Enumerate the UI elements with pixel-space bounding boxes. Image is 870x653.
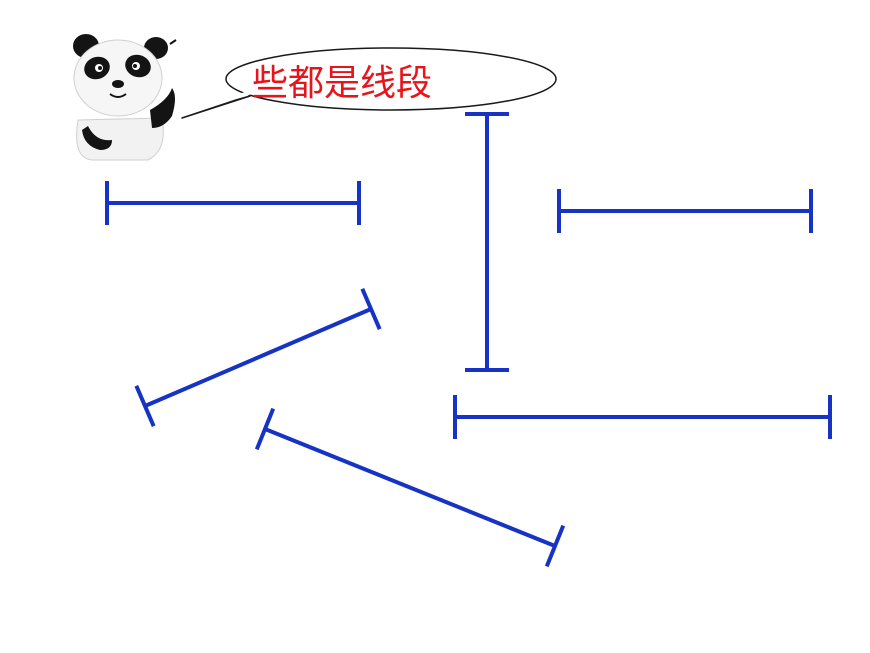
segment-diagonal-down-end-endpoint bbox=[544, 524, 566, 568]
segment-diagonal-up-end-endpoint bbox=[360, 287, 382, 331]
segment-vertical bbox=[465, 112, 509, 372]
segment-diagonal-up bbox=[134, 287, 382, 428]
speech-bubble bbox=[181, 47, 557, 119]
segment-diagonal-down-start-endpoint bbox=[254, 407, 276, 451]
speech-bubble-text: 些都是线段 bbox=[252, 63, 433, 104]
segment-diagonal-up-start-endpoint bbox=[134, 384, 156, 428]
segment-horizontal-bottom bbox=[453, 395, 832, 439]
segment-horizontal-left bbox=[105, 181, 361, 225]
line-segments bbox=[105, 112, 832, 568]
segment-diagonal-down bbox=[254, 407, 566, 568]
segment-diagonal-up-line bbox=[144, 307, 372, 408]
segment-horizontal-right bbox=[557, 189, 813, 233]
panda-icon bbox=[73, 34, 177, 161]
segment-diagonal-down-line bbox=[264, 427, 556, 548]
